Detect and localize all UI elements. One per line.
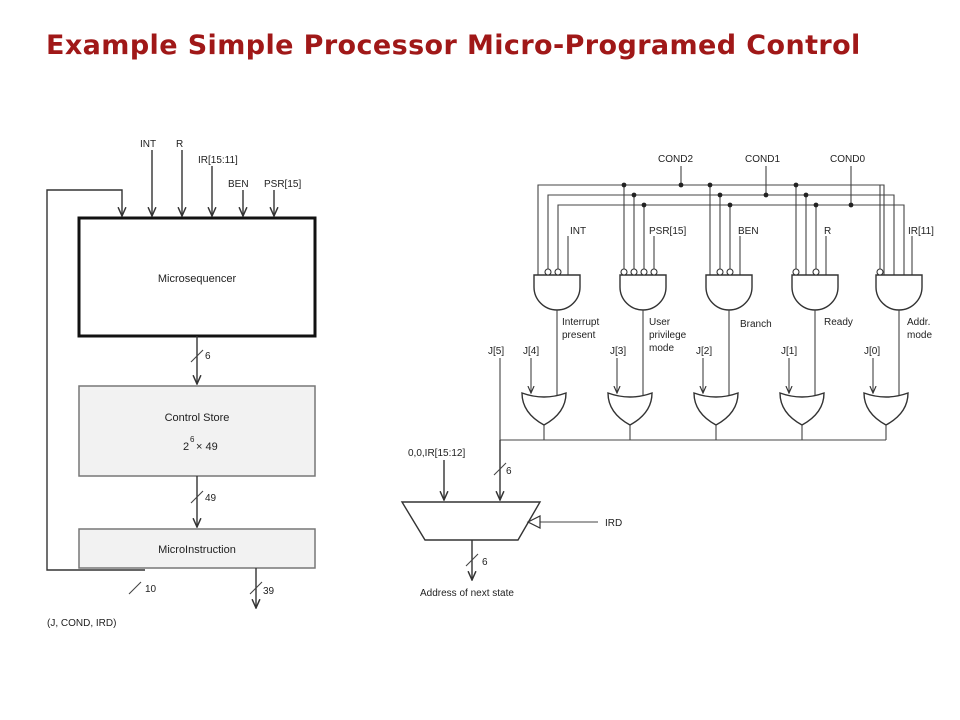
gate-input-ben: BEN [738, 226, 759, 237]
input-psr-label: PSR[15] [264, 179, 301, 190]
control-store-size-rest: × 49 [196, 441, 218, 453]
input-int-label: INT [140, 139, 156, 150]
j4-label: J[4] [523, 346, 539, 357]
cond1-label: COND1 [745, 154, 780, 165]
j5-label: J[5] [488, 346, 504, 357]
mux [400, 501, 542, 541]
control-store-size-base: 2 [183, 441, 189, 453]
ird-label: IRD [605, 518, 622, 529]
control-store-box [78, 385, 316, 477]
inversion-bubbles [544, 268, 884, 276]
gate-input-r: R [824, 226, 831, 237]
bus-width-to-mux: 6 [506, 466, 512, 477]
cond0-label: COND0 [830, 154, 865, 165]
bus-slash-49 [190, 490, 204, 504]
input-ir-label: IR[15:11] [198, 155, 238, 166]
feedback-path [46, 189, 145, 571]
or-gate-j0 [863, 392, 909, 426]
j1-label: J[1] [781, 346, 797, 357]
bus-width-10: 10 [145, 584, 157, 595]
microinstruction-label: MicroInstruction [158, 544, 236, 556]
or-gate-j4 [521, 392, 567, 426]
or-gate-j1 [779, 392, 825, 426]
branch-label: Branch [740, 319, 772, 330]
output-label: Address of next state [420, 588, 514, 599]
bus-slash-10 [128, 581, 142, 595]
ready-label: Ready [824, 317, 853, 328]
bus-slash-out [465, 553, 479, 567]
bus-width-49: 49 [205, 493, 217, 504]
and-gate-interrupt [533, 274, 581, 311]
page-title: Example Simple Processor Micro-Programed… [46, 30, 861, 61]
bus-slash-39 [249, 581, 263, 595]
bus-width-out: 6 [482, 557, 488, 568]
and-gate-addr-mode [875, 274, 923, 311]
and-gate-outputs [556, 310, 900, 395]
j3-label: J[3] [610, 346, 626, 357]
cond2-label: COND2 [658, 154, 693, 165]
mux-input-label: 0,0,IR[15:12] [408, 448, 465, 459]
or-gate-j2 [693, 392, 739, 426]
interrupt-label-1: Interrupt [562, 317, 599, 328]
j-inputs [531, 358, 873, 393]
feedback-label: (J, COND, IRD) [47, 618, 116, 629]
cond2-rail [537, 184, 885, 275]
input-ben-label: BEN [228, 179, 249, 190]
cond1-rail [547, 194, 895, 275]
addr-mode-label-2: mode [907, 330, 932, 341]
ird-arrowhead [526, 515, 541, 529]
bus-width-39: 39 [263, 586, 275, 597]
microinstruction-box [78, 528, 316, 569]
j2-label: J[2] [696, 346, 712, 357]
or-gate-j3 [607, 392, 653, 426]
and-gate-ready [791, 274, 839, 311]
input-r-label: R [176, 139, 183, 150]
left-block-diagram: INT R IR[15:11] BEN PSR[15] Microsequenc… [46, 139, 317, 629]
addr-mode-label-1: Addr. [907, 317, 930, 328]
gate-input-psr: PSR[15] [649, 226, 686, 237]
bus-slash-6 [190, 349, 204, 363]
bus-slash-to-mux [493, 462, 507, 476]
microsequencer-label: Microsequencer [158, 273, 237, 285]
interrupt-label-2: present [562, 330, 596, 341]
gate-input-ir11: IR[11] [908, 226, 934, 237]
bus-width-6: 6 [205, 351, 211, 362]
cond-taps [621, 182, 881, 275]
user-priv-label-1: User [649, 317, 671, 328]
or-gate-outputs [543, 425, 887, 440]
microsequencer-box [77, 216, 317, 338]
and-gate-branch [705, 274, 753, 311]
control-store-label: Control Store [165, 412, 230, 424]
gate-input-int: INT [570, 226, 586, 237]
cond0-rail [557, 204, 905, 275]
right-logic-diagram: COND2 COND1 COND0 [400, 154, 934, 599]
user-priv-label-2: privilege [649, 330, 687, 341]
gate-signal-inputs [567, 236, 913, 275]
j0-label: J[0] [864, 346, 880, 357]
and-gate-user-privilege [619, 274, 667, 311]
user-priv-label-3: mode [649, 343, 674, 354]
control-store-size-exp: 6 [190, 435, 195, 444]
